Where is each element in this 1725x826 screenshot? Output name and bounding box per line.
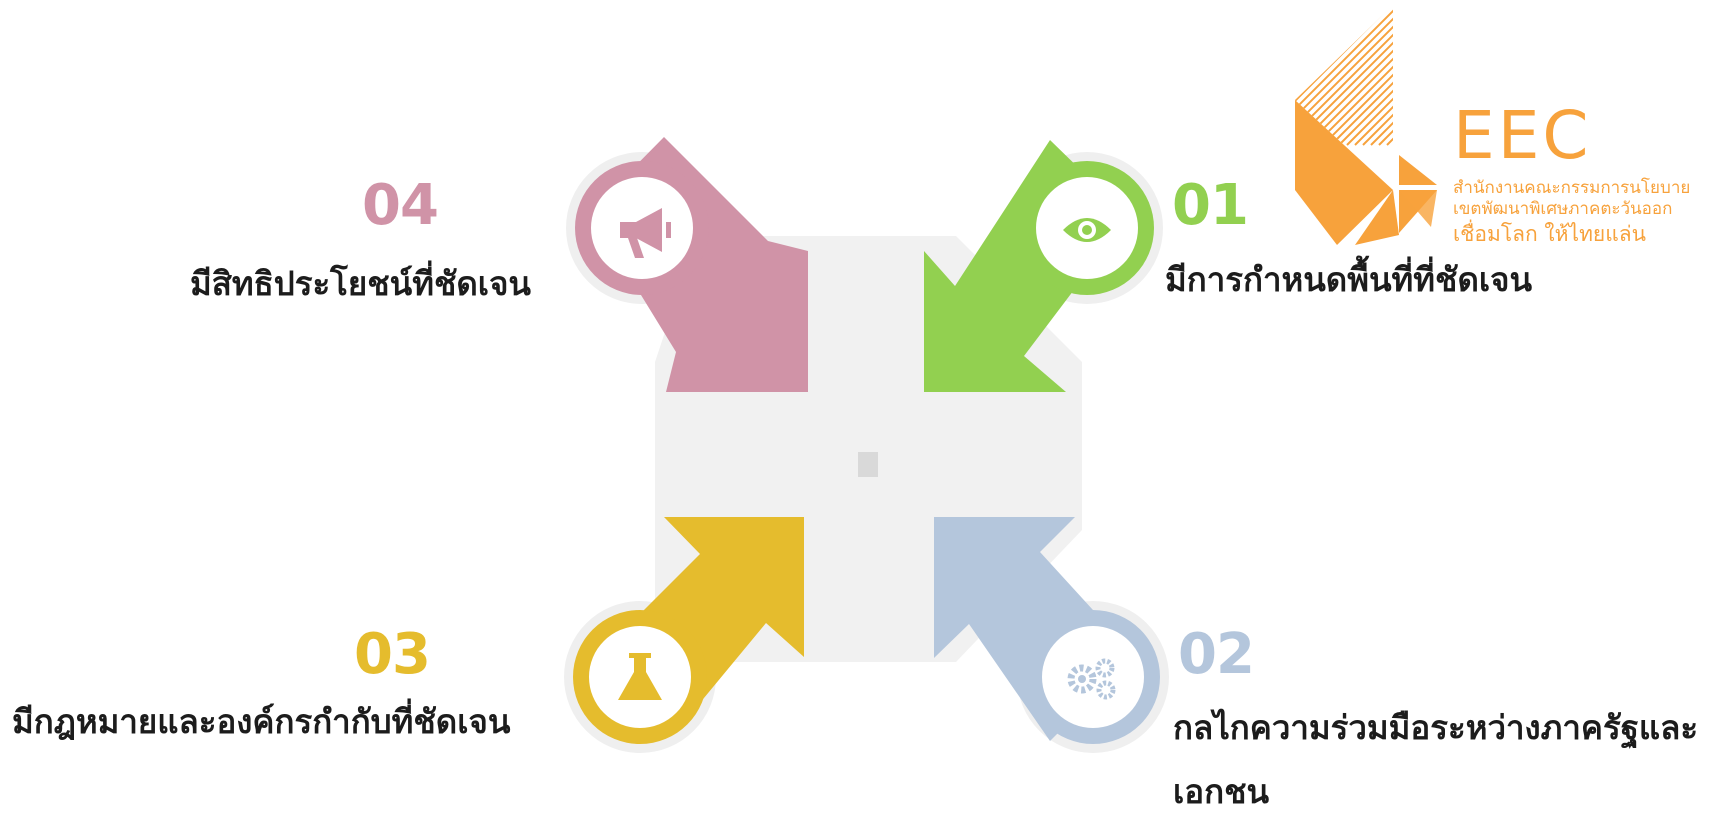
center-square bbox=[858, 452, 878, 477]
item-03-label: มีกฎหมายและองค์กรกำกับที่ชัดเจน bbox=[12, 702, 511, 741]
item-02-label-line-2: เอกชน bbox=[1173, 772, 1270, 811]
item-01-label: มีการกำหนดพื้นที่ที่ชัดเจน bbox=[1165, 260, 1533, 299]
eye-icon bbox=[1063, 218, 1111, 242]
item-04-number: 04 bbox=[362, 173, 439, 238]
eec-logo: EEC สำนักงานคณะกรรมการนโยบาย เขตพัฒนาพิเ… bbox=[1295, 5, 1695, 250]
eec-logo-line-1: สำนักงานคณะกรรมการนโยบาย bbox=[1453, 178, 1691, 198]
item-01-number: 01 bbox=[1172, 173, 1249, 238]
convergence-diagram bbox=[564, 137, 1169, 753]
eec-logo-tagline: เชื่อมโลก ให้ไทยแล่น bbox=[1453, 222, 1646, 246]
eec-logo-line-2: เขตพัฒนาพิเศษภาคตะวันออก bbox=[1453, 199, 1673, 219]
gears-icon bbox=[1067, 658, 1116, 700]
megaphone-icon bbox=[620, 208, 671, 258]
item-03-number: 03 bbox=[354, 622, 431, 687]
eec-logo-title: EEC bbox=[1453, 97, 1592, 174]
eec-logo-mark bbox=[1295, 5, 1437, 245]
flask-icon bbox=[618, 653, 662, 700]
item-02-number: 02 bbox=[1178, 622, 1255, 687]
item-02-label-line-1: กลไกความร่วมมือระหว่างภาครัฐและ bbox=[1173, 708, 1699, 747]
item-04-label: มีสิทธิประโยชน์ที่ชัดเจน bbox=[190, 264, 531, 303]
